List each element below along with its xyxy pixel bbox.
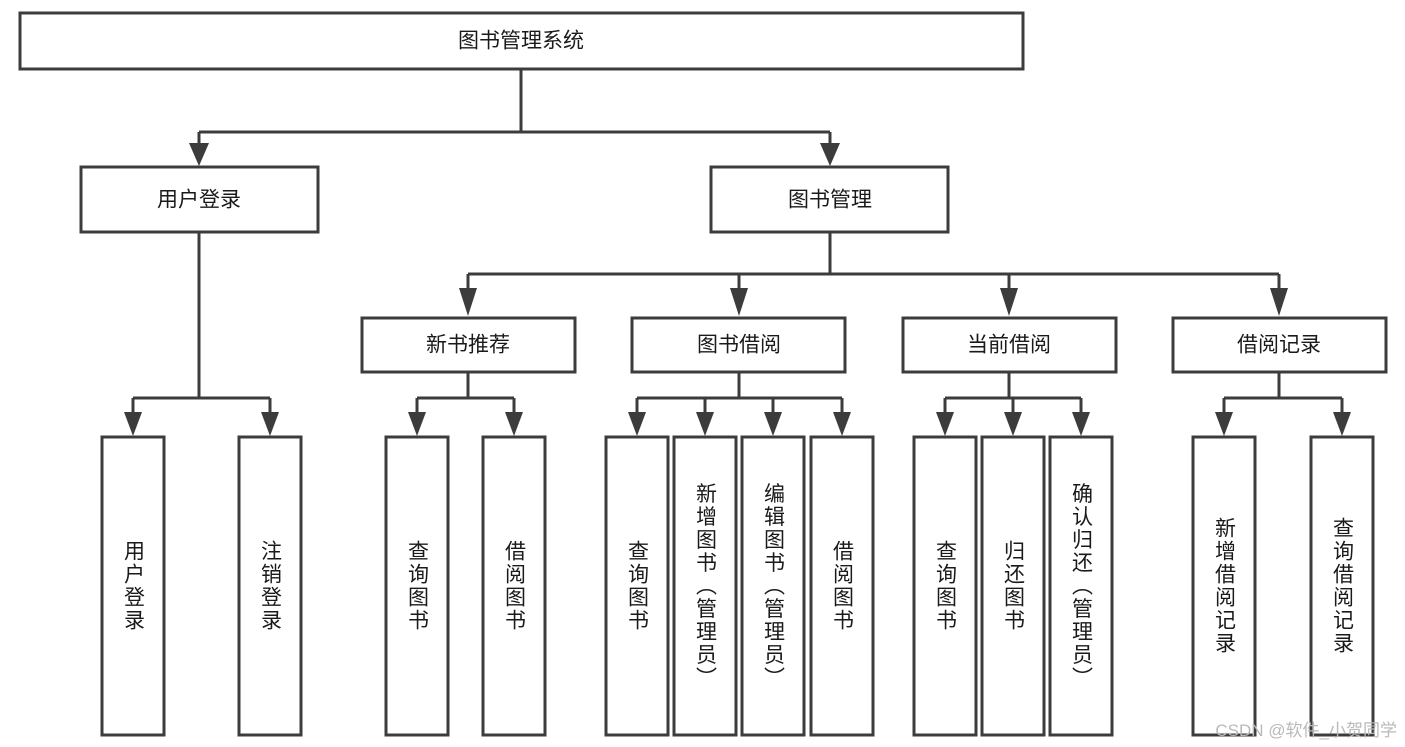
node-user-login[interactable]: 用户登录	[79, 165, 320, 234]
arrow-root-to-books	[820, 143, 840, 166]
leaf-logout-label: 注销登录	[259, 540, 283, 632]
node-root-box[interactable]	[18, 11, 1025, 71]
leaf-logout[interactable]: 注销登录	[237, 435, 303, 737]
connector-layer	[124, 70, 1351, 436]
arrow-current-leaf-3	[1072, 412, 1090, 436]
node-user-login-label: 用户登录	[157, 189, 241, 212]
node-current-borrow-label: 当前借阅	[967, 334, 1051, 357]
leaf-borrow-edit-book-label: 编辑图书（管理员）	[762, 483, 786, 690]
leaf-current-confirm-return-label: 确认归还（管理员）	[1070, 483, 1094, 690]
leaf-borrow-query-book[interactable]: 查询图书	[604, 435, 670, 737]
arrow-borrow-leaf-2	[696, 412, 714, 436]
leaf-current-confirm-return-box[interactable]	[1048, 435, 1114, 737]
node-current-borrow[interactable]: 当前借阅	[901, 316, 1118, 374]
leaf-current-confirm-return[interactable]: 确认归还（管理员）	[1048, 435, 1114, 737]
leaf-current-query-book-label: 查询图书	[934, 540, 958, 632]
arrow-record-leaf-2	[1333, 412, 1351, 436]
node-borrow-record-label: 借阅记录	[1237, 334, 1321, 357]
leaf-borrow-query-book-label: 查询图书	[626, 540, 650, 632]
leaf-current-return-book-box[interactable]	[980, 435, 1046, 737]
leaf-current-return-book-label: 归还图书	[1002, 540, 1026, 632]
node-root[interactable]: 图书管理系统	[18, 11, 1025, 71]
leaf-user-login-box[interactable]	[100, 435, 166, 737]
leaf-borrow-add-book[interactable]: 新增图书（管理员）	[672, 435, 738, 737]
arrow-record-leaf-1	[1215, 412, 1233, 436]
arrow-books-to-new	[459, 288, 477, 316]
leaf-borrow-borrow-book-label: 借阅图书	[831, 540, 855, 632]
leaf-new-query-book-label: 查询图书	[406, 540, 430, 632]
node-root-label: 图书管理系统	[458, 30, 584, 53]
leaf-borrow-borrow-book[interactable]: 借阅图书	[809, 435, 875, 737]
leaf-borrow-query-book-box[interactable]	[604, 435, 670, 737]
leaf-new-borrow-book-label: 借阅图书	[503, 540, 527, 632]
leaf-new-borrow-book[interactable]: 借阅图书	[481, 435, 547, 737]
leaf-logout-box[interactable]	[237, 435, 303, 737]
node-book-borrow-label: 图书借阅	[697, 334, 781, 357]
node-user-login-box[interactable]	[79, 165, 320, 234]
arrow-borrow-leaf-3	[764, 412, 782, 436]
leaf-current-query-book-box[interactable]	[912, 435, 978, 737]
node-new-book-recommend-label: 新书推荐	[426, 334, 510, 357]
arrow-root-to-user	[189, 143, 209, 166]
leaf-new-borrow-book-box[interactable]	[481, 435, 547, 737]
arrow-books-to-current	[1000, 288, 1018, 316]
leaf-current-return-book[interactable]: 归还图书	[980, 435, 1046, 737]
node-book-management-label: 图书管理	[788, 189, 872, 212]
leaf-current-query-book[interactable]: 查询图书	[912, 435, 978, 737]
leaf-record-add-box[interactable]	[1191, 435, 1257, 737]
leaf-record-query[interactable]: 查询借阅记录	[1309, 435, 1375, 737]
leaf-borrow-edit-book-box[interactable]	[740, 435, 806, 737]
leaf-new-query-book-box[interactable]	[384, 435, 450, 737]
node-book-borrow-box[interactable]	[630, 316, 847, 374]
leaf-record-add[interactable]: 新增借阅记录	[1191, 435, 1257, 737]
node-book-management[interactable]: 图书管理	[709, 165, 950, 234]
leaf-new-query-book[interactable]: 查询图书	[384, 435, 450, 737]
leaf-record-query-box[interactable]	[1309, 435, 1375, 737]
node-current-borrow-box[interactable]	[901, 316, 1118, 374]
leaf-user-login-label: 用户登录	[122, 540, 146, 632]
node-borrow-record-box[interactable]	[1171, 316, 1388, 374]
arrow-borrow-leaf-4	[833, 412, 851, 436]
arrow-new-leaf-2	[505, 412, 523, 436]
leaf-user-login[interactable]: 用户登录	[100, 435, 166, 737]
leaf-record-add-label: 新增借阅记录	[1213, 517, 1237, 655]
leaf-record-query-label: 查询借阅记录	[1331, 517, 1355, 655]
arrow-user-leaf-2	[261, 412, 279, 436]
arrow-new-leaf-1	[408, 412, 426, 436]
node-new-book-recommend-box[interactable]	[360, 316, 577, 374]
arrow-borrow-leaf-1	[628, 412, 646, 436]
node-book-management-box[interactable]	[709, 165, 950, 234]
arrow-books-to-borrow	[730, 288, 748, 316]
arrow-current-leaf-1	[936, 412, 954, 436]
leaf-borrow-edit-book[interactable]: 编辑图书（管理员）	[740, 435, 806, 737]
leaf-borrow-add-book-box[interactable]	[672, 435, 738, 737]
leaf-borrow-borrow-book-box[interactable]	[809, 435, 875, 737]
node-new-book-recommend[interactable]: 新书推荐	[360, 316, 577, 374]
arrow-books-to-record	[1270, 288, 1288, 316]
arrow-current-leaf-2	[1004, 412, 1022, 436]
leaf-borrow-add-book-label: 新增图书（管理员）	[694, 483, 718, 690]
node-borrow-record[interactable]: 借阅记录	[1171, 316, 1388, 374]
arrow-user-leaf-1	[124, 412, 142, 436]
node-book-borrow[interactable]: 图书借阅	[630, 316, 847, 374]
